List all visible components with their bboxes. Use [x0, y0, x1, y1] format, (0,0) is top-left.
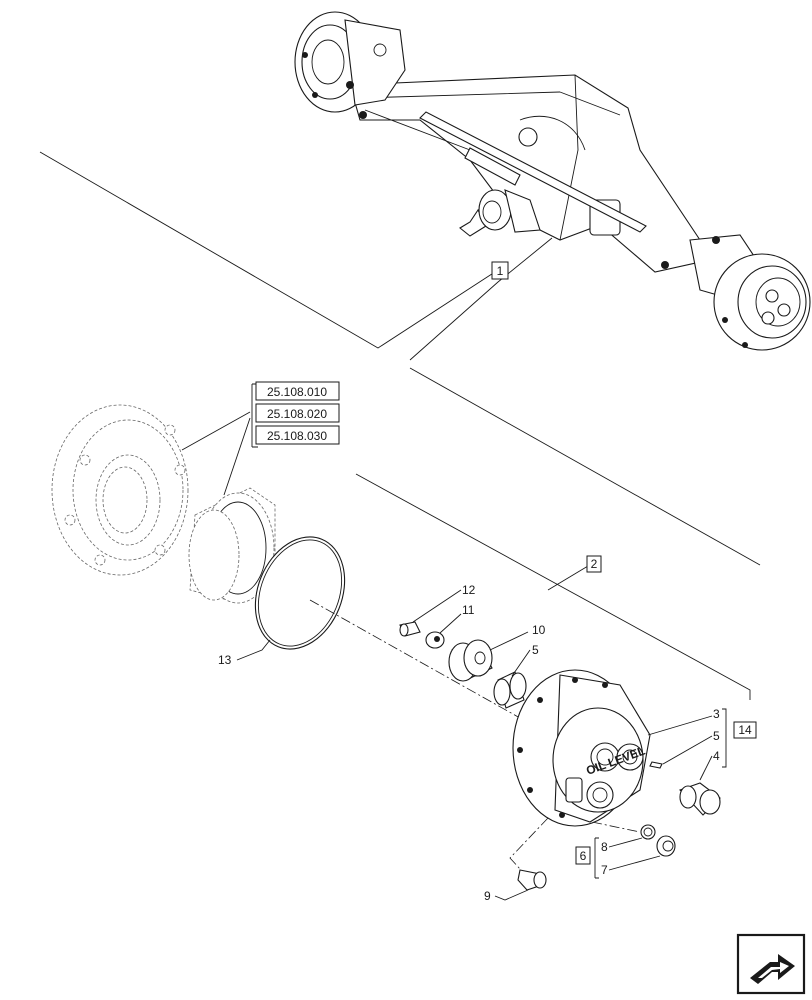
svg-text:9: 9	[484, 889, 491, 903]
part-12-bolt[interactable]	[399, 621, 421, 637]
assembly-axis-plug	[591, 821, 641, 833]
callout-10[interactable]: 10	[532, 623, 546, 637]
callout-3[interactable]: 3	[713, 707, 720, 721]
svg-text:13: 13	[218, 653, 232, 667]
next-page-arrow-icon[interactable]	[736, 933, 806, 995]
callout-11[interactable]: 11	[462, 603, 475, 617]
callout-4[interactable]: 4	[713, 749, 720, 763]
callout-2[interactable]: 2	[586, 555, 602, 573]
part-7-plug[interactable]	[656, 835, 676, 857]
leader-1	[409, 237, 553, 361]
axle-right-hub	[661, 234, 811, 351]
svg-text:25.108.030: 25.108.030	[267, 429, 327, 443]
callout-14[interactable]: 14	[733, 721, 757, 739]
svg-text:25.108.020: 25.108.020	[267, 407, 327, 421]
wheel-hub-housing-reference	[51, 404, 189, 576]
svg-text:12: 12	[462, 583, 476, 597]
svg-text:8: 8	[601, 840, 608, 854]
bracket-line-2	[355, 473, 751, 700]
svg-text:2: 2	[591, 557, 598, 571]
part-5-dowel-pin[interactable]	[649, 761, 663, 769]
callout-7[interactable]: 7	[601, 863, 608, 877]
bracket-line-1b	[409, 367, 761, 566]
callout-9[interactable]: 9	[484, 889, 491, 903]
part-4-drain-plug[interactable]	[679, 782, 721, 816]
part-9-screw[interactable]	[517, 869, 547, 891]
callout-1[interactable]: 1	[491, 261, 509, 280]
part-10-planet-gear[interactable]	[448, 639, 493, 682]
part-5-sun-gear[interactable]	[493, 671, 527, 709]
callout-13[interactable]: 13	[218, 653, 232, 667]
svg-text:5: 5	[713, 729, 720, 743]
svg-text:3: 3	[713, 707, 720, 721]
part-13-o-ring[interactable]	[239, 523, 360, 662]
part-8-seal-ring[interactable]	[640, 824, 656, 840]
callout-8[interactable]: 8	[601, 840, 608, 854]
callout-12[interactable]: 12	[462, 583, 476, 597]
svg-text:1: 1	[497, 264, 504, 278]
svg-text:10: 10	[532, 623, 546, 637]
bracket-line-1	[39, 151, 499, 349]
axle-left-hub	[294, 11, 406, 119]
part-11-washer[interactable]	[425, 631, 445, 649]
svg-text:4: 4	[713, 749, 720, 763]
ring-gear-reference	[188, 487, 276, 604]
part-3-planetary-housing[interactable]: OIL LEVEL	[512, 669, 651, 827]
assembly-axis-lower	[509, 817, 549, 881]
callout-5-gear[interactable]: 5	[532, 643, 539, 657]
callout-5-pin[interactable]: 5	[713, 729, 720, 743]
svg-text:6: 6	[580, 849, 587, 863]
axle-assembly	[294, 11, 811, 351]
svg-text:7: 7	[601, 863, 608, 877]
reference-25-108-020[interactable]: 25.108.020	[255, 403, 340, 423]
callout-6[interactable]: 6	[575, 846, 591, 865]
svg-text:5: 5	[532, 643, 539, 657]
leader-2	[547, 565, 589, 591]
reference-25-108-010[interactable]: 25.108.010	[255, 381, 340, 401]
svg-text:25.108.010: 25.108.010	[267, 385, 327, 399]
reference-list: 25.108.010 25.108.020 25.108.030	[181, 381, 340, 496]
svg-text:14: 14	[738, 723, 752, 737]
svg-text:11: 11	[462, 603, 475, 617]
reference-25-108-030[interactable]: 25.108.030	[255, 425, 340, 445]
leader-lines	[236, 589, 727, 901]
axle-input-shaft	[459, 189, 621, 237]
